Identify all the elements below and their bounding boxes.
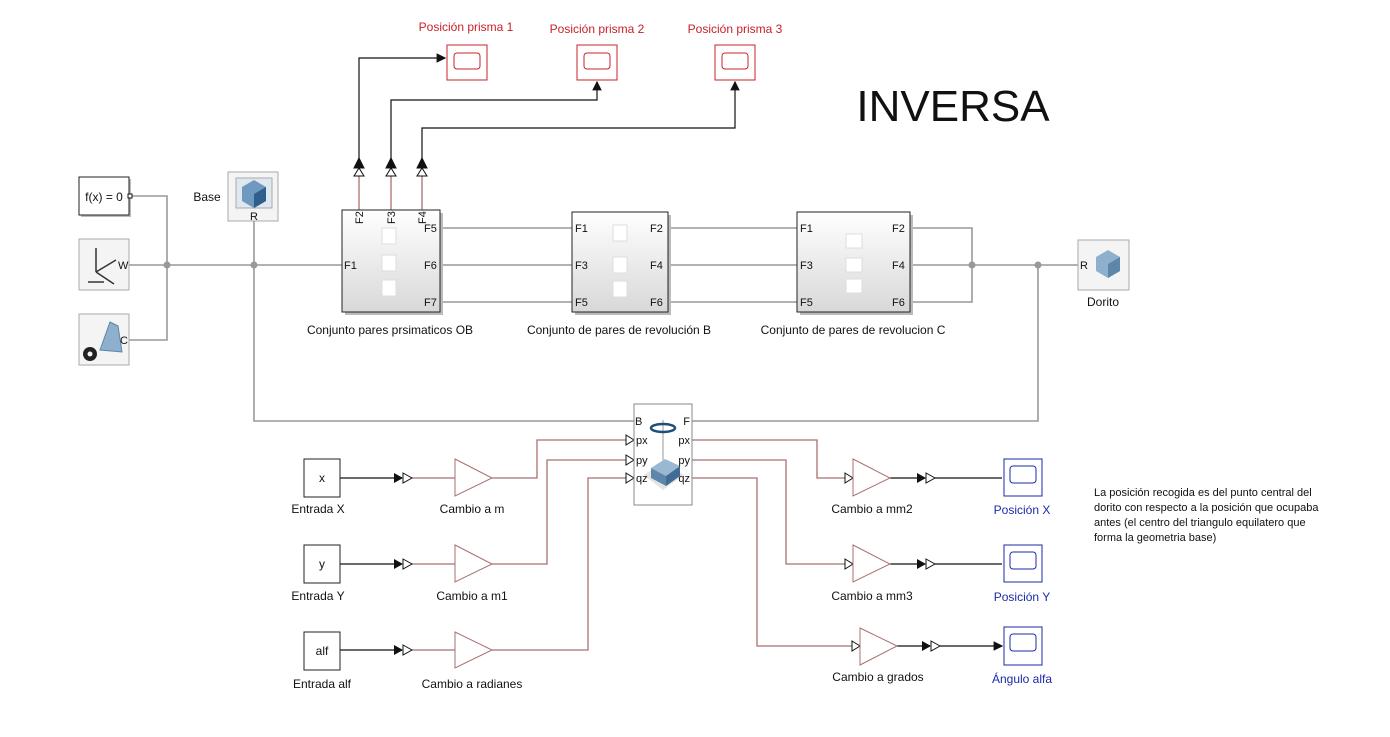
port-f1: F1: [800, 223, 813, 235]
scope-prisma-1[interactable]: Posición prisma 1: [419, 20, 514, 81]
world-frame-icon: [88, 248, 117, 285]
port-f6: F6: [424, 260, 437, 272]
diagram-title: INVERSA: [856, 82, 1050, 131]
scope-prisma-3[interactable]: Posición prisma 3: [688, 22, 783, 81]
note-line: La posición recogida es del punto centra…: [1094, 487, 1312, 499]
gain-cambio-a-m1[interactable]: Cambio a m1: [436, 544, 508, 603]
port-f6: F6: [892, 297, 905, 309]
dorito-solid-block[interactable]: R Dorito: [1077, 239, 1130, 309]
scope-posicion-y[interactable]: Posición Y: [994, 544, 1050, 604]
port-f4: F4: [650, 260, 663, 272]
scope-label: Posición X: [994, 503, 1051, 517]
port-f6: F6: [650, 297, 663, 309]
gain-label: Cambio a grados: [832, 670, 923, 684]
port-f2: F2: [354, 211, 366, 224]
note-line: dorito con respecto a la posición que oc…: [1094, 502, 1319, 514]
input-alf-block[interactable]: alf Entrada alf: [293, 631, 352, 691]
base-label: Base: [193, 190, 221, 204]
scope-label: Posición prisma 3: [688, 22, 783, 36]
input-text: y: [319, 557, 325, 571]
port-f1: F1: [344, 260, 357, 272]
input-y-block[interactable]: y Entrada Y: [291, 544, 345, 603]
scope-label: Posición prisma 2: [550, 22, 645, 36]
port-f5: F5: [575, 297, 588, 309]
transform-sensor-icon: [644, 420, 684, 490]
input-x-block[interactable]: x Entrada X: [291, 458, 345, 516]
gain-label: Cambio a radianes: [422, 677, 523, 691]
base-solid-block[interactable]: Base R: [193, 171, 279, 223]
port-f1: F1: [575, 223, 588, 235]
dorito-label: Dorito: [1087, 295, 1119, 309]
scope-prisma-2[interactable]: Posición prisma 2: [550, 22, 645, 81]
revolute-c-subsystem-block[interactable]: F1 F2 F3 F4 F5 F6 Conjunto de pares de r…: [761, 211, 946, 337]
port-b: B: [635, 416, 642, 428]
prismatic-subsystem-block[interactable]: F1 F2 F3 F4 F5 F6 F7 Conjunto pares prsi…: [307, 209, 473, 337]
scope-label: Posición prisma 1: [419, 20, 514, 34]
port-f7: F7: [424, 297, 437, 309]
port-f5: F5: [424, 223, 437, 235]
gain-cambio-a-mm3[interactable]: Cambio a mm3: [831, 544, 913, 603]
input-label: Entrada X: [291, 502, 344, 516]
input-label: Entrada alf: [293, 677, 352, 691]
prismatic-label: Conjunto pares prsimaticos OB: [307, 323, 473, 337]
signal-lines-top: [353, 53, 740, 210]
input-label: Entrada Y: [291, 589, 344, 603]
note-line: antes (el centro del triangulo equilater…: [1094, 517, 1306, 529]
annotation-note: La posición recogida es del punto centra…: [1094, 487, 1319, 544]
gain-cambio-a-radianes[interactable]: Cambio a radianes: [422, 631, 523, 691]
solver-configuration-block[interactable]: f(x) = 0: [78, 176, 133, 217]
port-px-out: px: [678, 435, 690, 447]
port-c: C: [120, 335, 128, 347]
port-py-in: py: [636, 455, 648, 467]
scope-label: Ángulo alfa: [992, 671, 1052, 686]
port-r: R: [1080, 260, 1088, 272]
input-text: x: [319, 471, 325, 485]
scope-angulo-alfa[interactable]: Ángulo alfa: [992, 626, 1052, 686]
port-f3: F3: [386, 211, 398, 224]
solver-text: f(x) = 0: [85, 190, 123, 204]
gain-label: Cambio a mm3: [831, 589, 913, 603]
rev-c-label: Conjunto de pares de revolucion C: [761, 323, 946, 337]
world-frame-block[interactable]: W: [78, 238, 130, 291]
gain-cambio-a-m[interactable]: Cambio a m: [440, 458, 505, 516]
port-py-out: py: [678, 455, 690, 467]
physical-connections: [129, 195, 1078, 422]
port-f4: F4: [892, 260, 905, 272]
mechanism-configuration-block[interactable]: C: [78, 313, 130, 366]
revolute-b-subsystem-block[interactable]: F1 F2 F3 F4 F5 F6 Conjunto de pares de r…: [527, 211, 711, 337]
port-f4: F4: [417, 211, 429, 224]
note-line: forma la geometria base): [1094, 532, 1216, 544]
gain-label: Cambio a m1: [436, 589, 508, 603]
port-f2: F2: [892, 223, 905, 235]
port-r: R: [250, 211, 258, 223]
port-f2: F2: [650, 223, 663, 235]
signal-lines-bottom: [340, 434, 1002, 656]
scope-label: Posición Y: [994, 590, 1050, 604]
port-f3: F3: [800, 260, 813, 272]
port-px-in: px: [636, 435, 648, 447]
port-qz-in: qz: [636, 473, 648, 485]
gain-label: Cambio a m: [440, 502, 505, 516]
gain-cambio-a-grados[interactable]: Cambio a grados: [832, 627, 924, 684]
port-f5: F5: [800, 297, 813, 309]
port-f3: F3: [575, 260, 588, 272]
port-qz-out: qz: [678, 473, 690, 485]
port-f: F: [683, 416, 690, 428]
input-text: alf: [316, 644, 329, 658]
transform-sensor-block[interactable]: B px py qz F px py qz: [633, 403, 693, 506]
scope-posicion-x[interactable]: Posición X: [994, 458, 1051, 517]
robot-arm-icon: [99, 321, 123, 353]
gain-label: Cambio a mm2: [831, 502, 913, 516]
port-w: W: [118, 260, 129, 272]
gain-cambio-a-mm2[interactable]: Cambio a mm2: [831, 458, 913, 516]
rev-b-label: Conjunto de pares de revolución B: [527, 323, 711, 337]
